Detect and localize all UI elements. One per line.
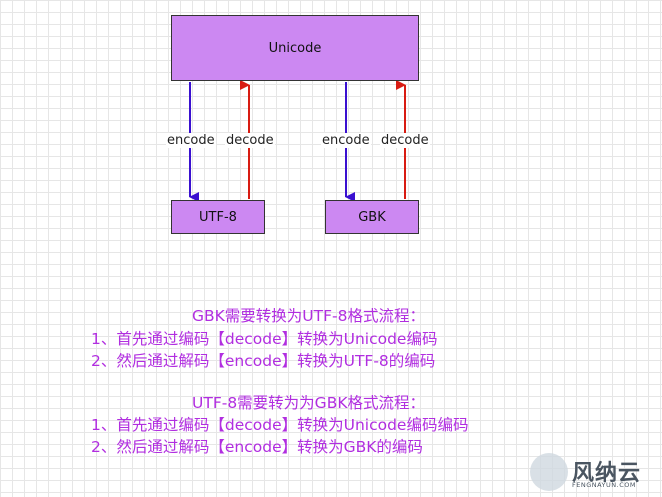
globe-logo-icon xyxy=(530,453,568,491)
utf8-label: UTF-8 xyxy=(199,209,237,225)
watermark-subtext: FENGNAYUN.COM xyxy=(572,481,636,489)
watermark-text: 风纳云 xyxy=(572,461,642,486)
gbk-label: GBK xyxy=(358,209,386,225)
unicode-node: Unicode xyxy=(171,15,419,81)
watermark: 风纳云 FENGNAYUN.COM xyxy=(530,449,658,493)
unicode-label: Unicode xyxy=(268,40,322,56)
utf8-to-gbk-title: UTF-8需要转为为GBK格式流程： xyxy=(192,394,425,412)
gbk-to-utf8-title: GBK需要转换为UTF-8格式流程： xyxy=(192,307,425,325)
gbk-node: GBK xyxy=(325,200,419,234)
utf8-to-gbk-step2: 2、然后通过解码【encode】转换为GBK的编码 xyxy=(91,438,423,456)
gbk-to-utf8-step2: 2、然后通过解码【encode】转换为UTF-8的编码 xyxy=(91,352,436,370)
right-encode-label: encode xyxy=(321,133,371,148)
left-encode-label: encode xyxy=(166,133,216,148)
utf8-node: UTF-8 xyxy=(171,200,265,234)
gbk-to-utf8-step1: 1、首先通过编码【decode】转换为Unicode编码 xyxy=(91,330,438,348)
left-decode-label: decode xyxy=(225,133,275,148)
utf8-to-gbk-step1: 1、首先通过编码【decode】转换为Unicode编码编码 xyxy=(91,416,469,434)
right-decode-label: decode xyxy=(380,133,430,148)
